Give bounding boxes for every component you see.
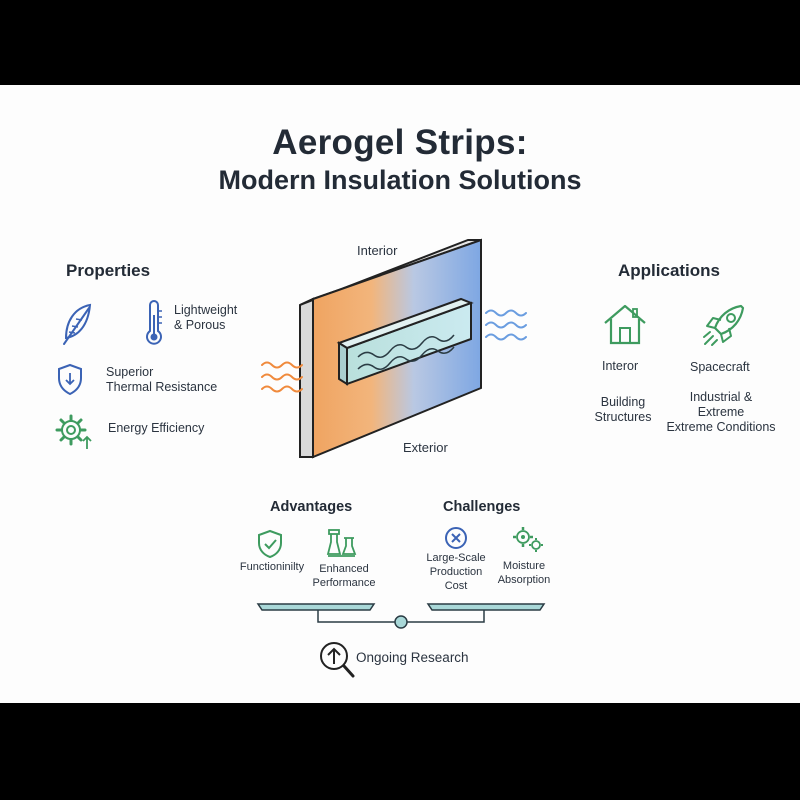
exterior-label: Exterior [403, 440, 448, 455]
x-circle-icon [445, 527, 467, 549]
application-caption-building: Building Structures [594, 395, 652, 424]
advantage-label-performance: Enhanced Performance [312, 563, 376, 589]
thermometer-icon [146, 300, 162, 345]
balance-scale [256, 603, 546, 629]
house-icon [604, 304, 646, 345]
rocket-icon [703, 304, 745, 346]
cool-waves-icon [485, 309, 527, 341]
infographic-canvas: Aerogel Strips: Modern Insulation Soluti… [0, 85, 800, 703]
application-label-spacecraft: Spacecraft [690, 360, 750, 374]
applications-heading: Applications [618, 261, 721, 280]
challenges-heading: Challenges [443, 499, 521, 515]
shield-icon [58, 363, 82, 396]
ongoing-research-label: Ongoing Research [356, 650, 469, 665]
shield-check-icon [258, 529, 282, 559]
page-subtitle: Modern Insulation Solutions [218, 165, 582, 195]
property-label-lightweight: Lightweight & Porous [174, 303, 238, 332]
research-magnifier-icon [320, 642, 355, 678]
property-label-energy: Energy Efficiency [108, 421, 205, 435]
challenge-label-moisture: Moisture Absorption [497, 560, 551, 586]
application-label-interior: Interor [602, 359, 639, 373]
insulation-panel-diagram [299, 238, 482, 459]
advantage-label-functionality: Functioninilty [239, 561, 305, 573]
application-caption-industrial: Industrial & Extreme Extreme Conditions [666, 390, 776, 434]
feather-icon [63, 303, 92, 345]
properties-heading: Properties [66, 261, 151, 280]
page-title: Aerogel Strips: [272, 123, 528, 162]
heat-waves-icon [261, 361, 303, 393]
lab-flask-icon [326, 529, 357, 557]
advantages-heading: Advantages [270, 499, 353, 515]
gears-icon [513, 527, 543, 552]
interior-label: Interior [357, 243, 398, 258]
challenge-label-production-cost: Large-Scale Production Cost [426, 552, 486, 592]
gear-icon [55, 414, 92, 449]
property-label-thermal: Superior Thermal Resistance [106, 365, 218, 394]
